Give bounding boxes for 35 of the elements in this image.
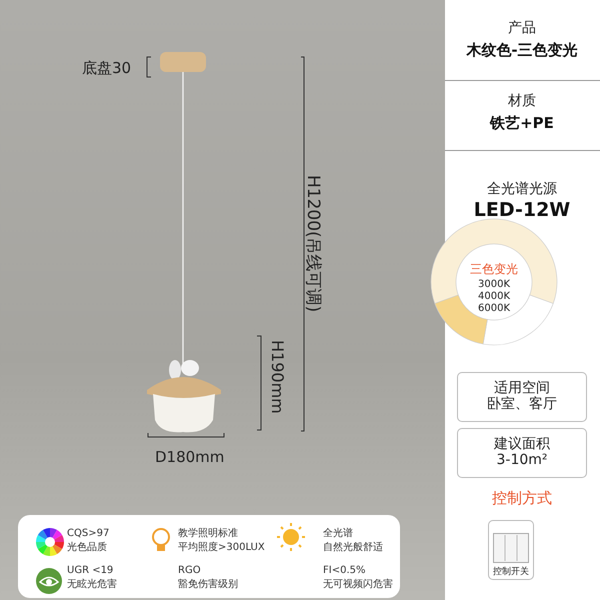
spec-text: 全光谱光源 [487, 181, 557, 198]
switch-tile [488, 520, 534, 580]
spec-text: 产品 [508, 20, 536, 36]
card-text: 卧室、客厅 [487, 396, 557, 412]
feature-text: 教学照明标准 [178, 528, 238, 540]
feature-text: 光色品质 [67, 542, 107, 554]
info-card [457, 372, 587, 422]
card-text: 适用空间 [494, 380, 550, 396]
spec-text: 木纹色-三色变光 [466, 42, 578, 60]
spec-text: 材质 [508, 93, 536, 110]
feature-text: 自然光般舒适 [323, 542, 383, 554]
feature-text: CQS>97 [67, 528, 110, 540]
feature-text: RGO [178, 565, 201, 576]
feature-text: 无可视频闪危害 [323, 579, 393, 590]
feature-text: 豁免伤害级别 [178, 579, 238, 590]
spec-text: LED-12W [474, 200, 570, 222]
dimension-label: H190mm [268, 340, 286, 414]
feature-text: 平均照度>300LUX [178, 542, 265, 554]
switch-caption: 控制开关 [493, 566, 529, 577]
card-text: 3-10m² [496, 452, 548, 468]
color-temperature: 3000K [478, 279, 510, 290]
feature-text: FI<0.5% [323, 565, 366, 576]
feature-text: 全光谱 [323, 528, 353, 540]
feature-text: 无眩光危害 [67, 579, 117, 590]
section-heading: 控制方式 [492, 490, 552, 508]
dimension-label: D180mm [155, 449, 224, 466]
dimension-label: H1200(吊线可调) [302, 175, 322, 312]
card-text: 建议面积 [494, 436, 550, 452]
chart-label: 三色变光 [470, 263, 518, 277]
spec-text: 铁艺+PE [490, 115, 554, 132]
color-temperature: 6000K [478, 303, 510, 314]
info-card [457, 428, 587, 478]
dimension-label: 底盘30 [82, 60, 132, 78]
color-temperature: 4000K [478, 291, 510, 302]
feature-text: UGR <19 [67, 565, 114, 576]
